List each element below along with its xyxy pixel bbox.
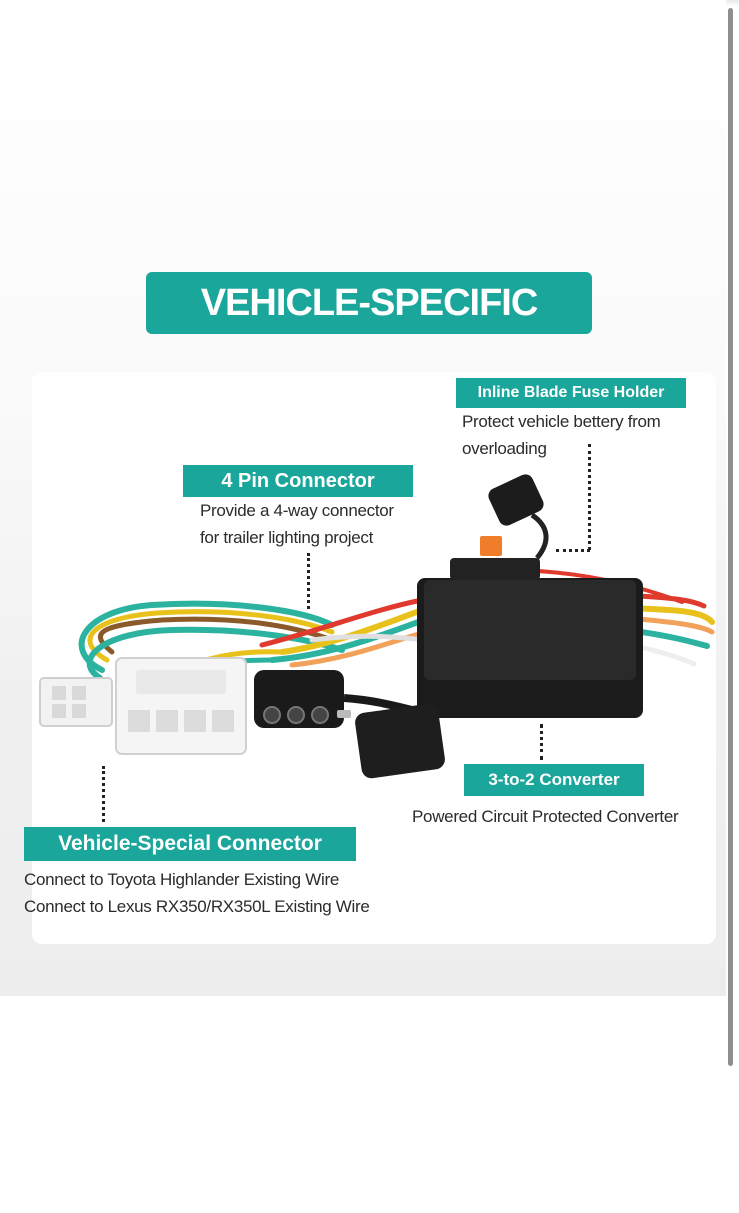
pin4-connector-desc-line2: for trailer lighting project [200, 528, 374, 547]
converter-box-icon [417, 578, 643, 718]
vehicle-connector-desc-line2: Connect to Lexus RX350/RX350L Existing W… [24, 897, 370, 916]
wiring-harness-image [39, 474, 715, 779]
pin4-connector-label: 4 Pin Connector [183, 465, 413, 497]
fuse-holder-leader-h [556, 549, 590, 552]
pin4-connector-leader [307, 553, 310, 609]
converter-leader [540, 724, 543, 760]
pin4-connector-desc-line1: Provide a 4-way connector [200, 501, 394, 520]
fuse-holder-desc-line1: Protect vehicle bettery from [462, 412, 661, 431]
vehicle-connector-desc-line1: Connect to Toyota Highlander Existing Wi… [24, 870, 339, 889]
converter-label: 3-to-2 Converter [464, 764, 644, 796]
fuse-holder-leader [588, 444, 591, 550]
fuse-holder-label: Inline Blade Fuse Holder [456, 378, 686, 408]
page-title: VEHICLE-SPECIFIC [146, 272, 592, 334]
converter-desc: Powered Circuit Protected Converter [412, 807, 679, 826]
scrollbar[interactable] [728, 8, 733, 1066]
fuse-holder-icon [450, 474, 549, 580]
vehicle-connector-leader [102, 766, 105, 822]
fuse-holder-desc-line2: overloading [462, 439, 547, 458]
vehicle-connector-label: Vehicle-Special Connector [24, 827, 356, 861]
